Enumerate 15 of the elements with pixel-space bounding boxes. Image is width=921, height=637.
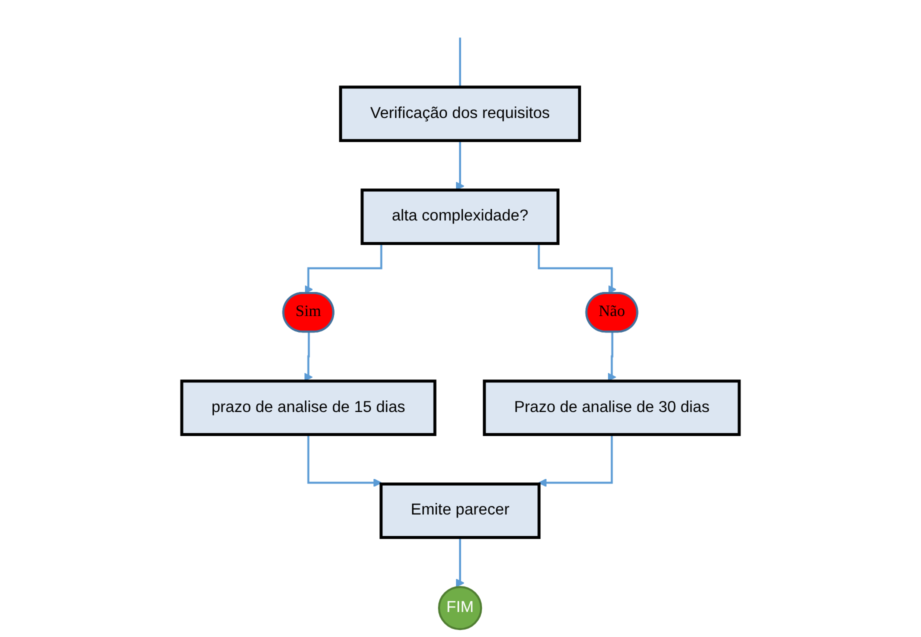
arrow [304,332,313,382]
node-box: prazo de analise de 15 dias [180,380,436,436]
node-box: Prazo de analise de 30 dias [482,380,741,436]
arrow [538,244,617,294]
connector [459,38,462,88]
node-box: Emite parecer [380,482,541,539]
node-box: Verificação dos requisitos [339,86,582,142]
node-circle: FIM [438,586,482,630]
arrow [304,244,382,294]
arrow [607,332,616,382]
arrow [538,434,613,488]
arrow [456,140,464,190]
arrow [456,537,464,588]
node-box: alta complexidade? [360,188,560,245]
arrow [307,434,382,488]
